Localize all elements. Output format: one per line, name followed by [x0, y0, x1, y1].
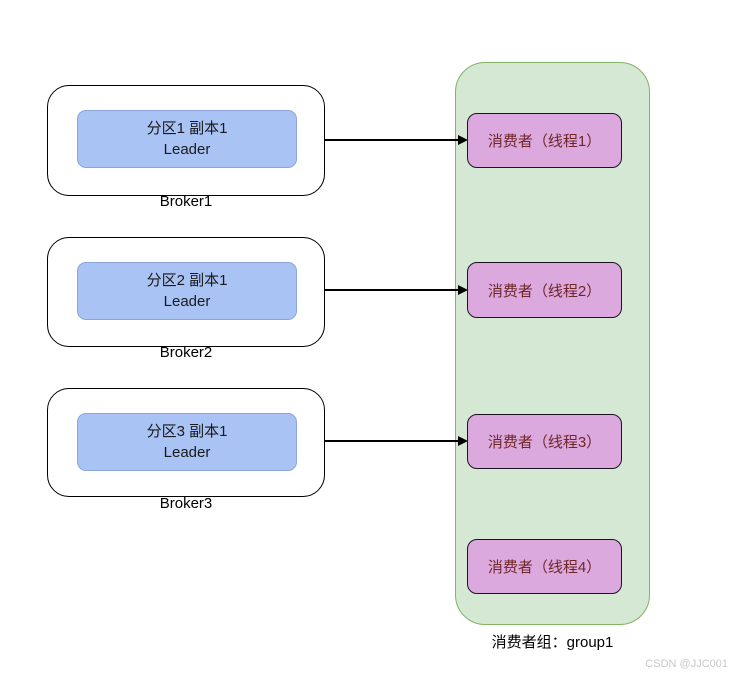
broker-3-node: 分区3 副本1 Leader [47, 388, 325, 497]
broker-1-node: 分区1 副本1 Leader [47, 85, 325, 196]
partition-3-role: Leader [163, 444, 211, 461]
partition-1-leader-box: 分区1 副本1 Leader [77, 110, 297, 168]
partition-1-label: 分区1 副本1 [146, 120, 228, 137]
broker-1-caption: Broker1 [159, 193, 213, 210]
consumer-thread-1-label: 消费者（线程1） [487, 133, 602, 150]
consumer-thread-2-box: 消费者（线程2） [467, 262, 622, 318]
consumer-thread-2-label: 消费者（线程2） [487, 282, 602, 300]
arrow-broker3-to-consumer3 [325, 436, 468, 446]
partition-3-label: 分区3 副本1 [146, 423, 228, 440]
consumer-thread-3-label: 消费者（线程3） [487, 434, 602, 451]
partition-3-leader-box: 分区3 副本1 Leader [77, 413, 297, 471]
partition-1-role: Leader [163, 141, 211, 158]
arrow-broker2-to-consumer2 [325, 285, 468, 295]
broker-2-node: 分区2 副本1 Leader [47, 237, 325, 347]
consumer-group-caption: 消费者组：group1 [491, 634, 614, 651]
csdn-watermark: CSDN @JJC001 [645, 658, 728, 670]
broker-2-caption: Broker2 [159, 344, 213, 361]
partition-2-label: 分区2 副本1 [146, 272, 228, 289]
consumer-thread-4-box: 消费者（线程4） [467, 539, 622, 594]
broker-3-caption: Broker3 [159, 495, 213, 512]
consumer-thread-3-box: 消费者（线程3） [467, 414, 622, 469]
partition-2-leader-box: 分区2 副本1 Leader [77, 262, 297, 320]
consumer-thread-1-box: 消费者（线程1） [467, 113, 622, 168]
consumer-thread-4-label: 消费者（线程4） [487, 559, 602, 576]
arrow-broker1-to-consumer1 [325, 135, 468, 145]
partition-2-role: Leader [163, 293, 211, 310]
